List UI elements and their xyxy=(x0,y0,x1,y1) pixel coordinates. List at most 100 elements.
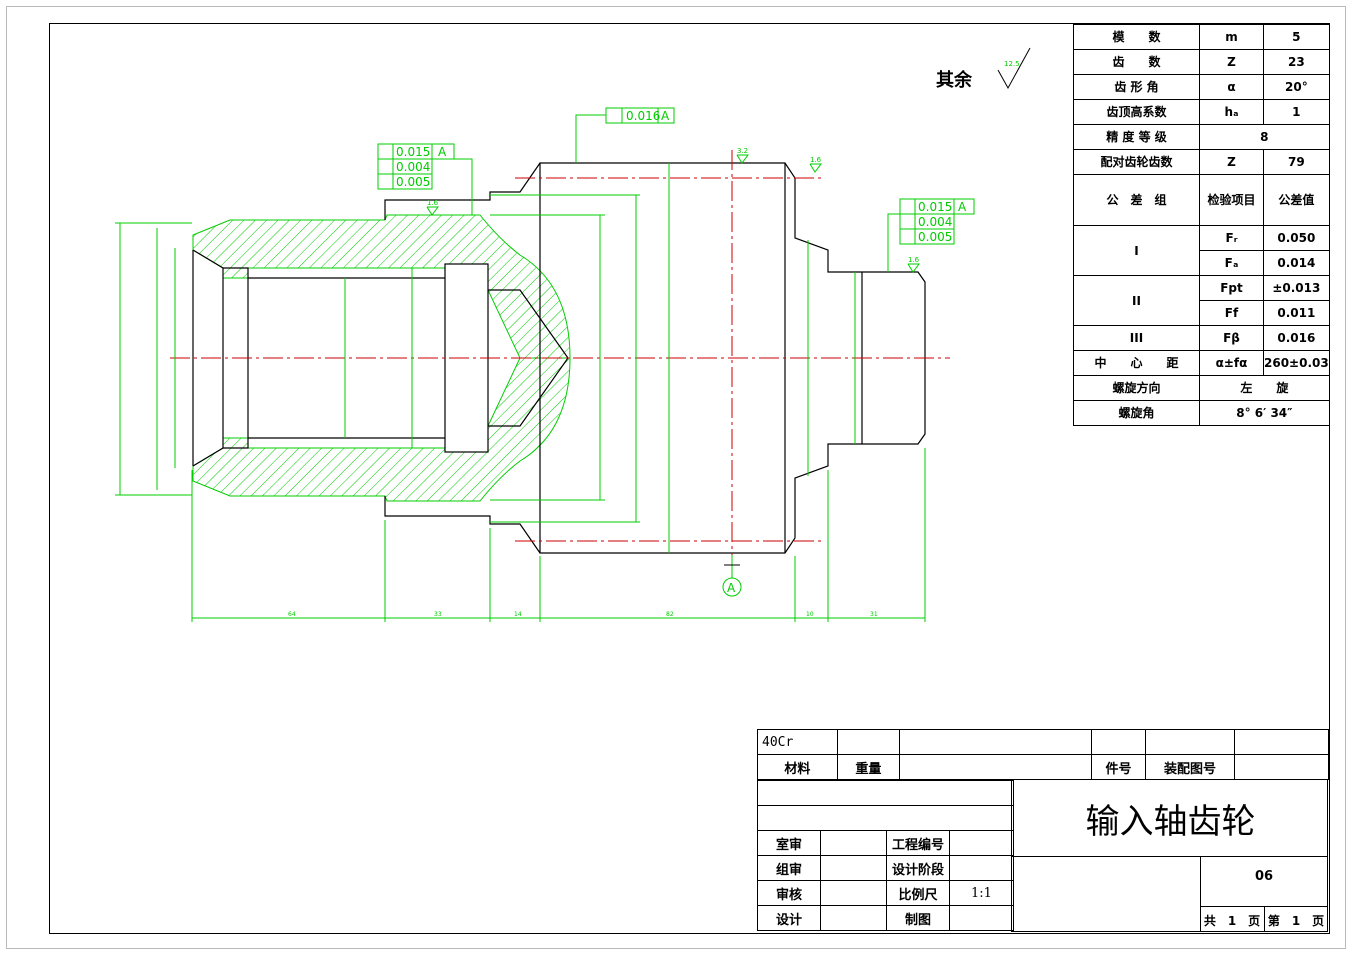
item-symbol: Fpt xyxy=(1199,275,1264,301)
part-no-value xyxy=(1090,729,1147,755)
inspection-item-header: 检验项目 xyxy=(1199,174,1264,226)
remark-roughness-value: 12.5 xyxy=(1004,60,1020,68)
drawing-frame xyxy=(49,23,1330,934)
roughness-values: 1.6 3.2 1.6 1.6 xyxy=(427,147,920,264)
roughness-3: 1.6 xyxy=(810,156,822,164)
blank-cell xyxy=(1233,754,1330,780)
datum-a: A xyxy=(722,555,742,597)
drafting-value xyxy=(949,905,1014,931)
scale-label: 比例尺 xyxy=(886,880,950,906)
room-review-label: 室审 xyxy=(757,830,821,856)
tolerance-right-values: 0.015 A 0.004 0.005 xyxy=(918,200,967,244)
group-ii: II xyxy=(1073,275,1200,326)
item-value: ±0.013 xyxy=(1263,275,1330,301)
design-value xyxy=(820,905,887,931)
item-symbol: Fβ xyxy=(1199,325,1264,351)
tol-left-datum: A xyxy=(438,145,447,159)
title-block-table: 40Cr 材料 重量 件号 装配图号 xyxy=(757,729,1330,780)
approval-table: 室审 工程编号 组审 设计阶段 审核 比例尺 1:1 设计 制图 xyxy=(757,780,1014,931)
dim-33: 33 xyxy=(434,611,442,618)
param-value: 20° xyxy=(1263,74,1330,100)
tolerance-frame-right xyxy=(887,198,975,272)
length-dim-values: 64 33 14 82 10 31 xyxy=(288,611,878,618)
material-label: 材料 xyxy=(757,754,838,780)
blank-cell xyxy=(899,754,1092,780)
table-row: 公 差 组检验项目公差值 xyxy=(1073,174,1330,226)
tolerance-frame-left xyxy=(377,143,473,215)
mating-symbol: Z xyxy=(1199,149,1264,175)
design-label: 设计 xyxy=(757,905,821,931)
sheet-border xyxy=(6,6,1346,949)
center-distance-value: 260±0.03 xyxy=(1263,350,1330,376)
helix-angle-value: 8° 6′ 34″ xyxy=(1199,400,1330,426)
title-divider xyxy=(1011,856,1328,857)
item-value: 0.016 xyxy=(1263,325,1330,351)
assembly-value xyxy=(1145,729,1235,755)
tolerance-group-header: 公 差 组 xyxy=(1073,174,1200,226)
review-label: 审核 xyxy=(757,880,821,906)
group-review-label: 组审 xyxy=(757,855,821,881)
diameter-dims xyxy=(115,163,856,553)
item-value: 0.011 xyxy=(1263,300,1330,326)
page-divider xyxy=(1264,906,1265,932)
center-distance-symbol: α±fα xyxy=(1199,350,1264,376)
item-value: 0.050 xyxy=(1263,225,1330,251)
remark-roughness-symbol: 12.5 xyxy=(997,47,1031,90)
item-symbol: Ff xyxy=(1199,300,1264,326)
surface-finish-remark: 其余 xyxy=(936,66,972,92)
item-value: 0.014 xyxy=(1263,250,1330,276)
tolerance-top-values: 0.016 A xyxy=(626,109,670,123)
roughness-1: 1.6 xyxy=(427,199,439,207)
review-value xyxy=(820,880,887,906)
item-symbol: Fᵣ xyxy=(1199,225,1264,251)
param-symbol: hₐ xyxy=(1199,99,1264,125)
group-i: I xyxy=(1073,225,1200,276)
total-pages: 共 1 页 xyxy=(1203,914,1261,928)
param-label: 齿顶高系数 xyxy=(1073,99,1200,125)
dim-14: 14 xyxy=(514,611,522,618)
drawing-number: 06 xyxy=(1254,869,1274,884)
drafting-label: 制图 xyxy=(886,905,950,931)
center-distance-label: 中 心 距 xyxy=(1073,350,1200,376)
mating-value: 79 xyxy=(1263,149,1330,175)
material-value: 40Cr xyxy=(757,729,838,755)
item-symbol: Fₐ xyxy=(1199,250,1264,276)
center-lines xyxy=(170,150,950,565)
roughness-marks xyxy=(426,154,920,273)
dim-64: 64 xyxy=(288,611,296,618)
param-symbol: Z xyxy=(1199,49,1264,75)
tol-right-runout: 0.015 xyxy=(918,200,952,214)
part-name: 输入轴齿轮 xyxy=(1085,801,1256,842)
dim-31: 31 xyxy=(870,611,878,618)
precision-label: 精 度 等 级 xyxy=(1073,124,1200,150)
tol-right-roundness: 0.005 xyxy=(918,230,952,244)
assembly-label: 装配图号 xyxy=(1145,754,1235,780)
param-value: 23 xyxy=(1263,49,1330,75)
helix-angle-label: 螺旋角 xyxy=(1073,400,1200,426)
param-label: 齿 数 xyxy=(1073,49,1200,75)
room-review-value xyxy=(820,830,887,856)
tol-left-roundness: 0.005 xyxy=(396,175,430,189)
blank-cell xyxy=(757,805,1014,831)
dim-82: 82 xyxy=(666,611,674,618)
group-review-value xyxy=(820,855,887,881)
tol-right-datum: A xyxy=(958,200,967,214)
part-no-label: 件号 xyxy=(1090,754,1147,780)
tolerance-left-values: 0.015 A 0.004 0.005 xyxy=(396,145,447,189)
tol-top-datum: A xyxy=(661,109,670,123)
weight-value xyxy=(836,729,901,755)
title-block: 40Cr 材料 重量 件号 装配图号 室审 工程编号 xyxy=(757,729,1330,933)
group-iii: III xyxy=(1073,325,1200,351)
roughness-2: 3.2 xyxy=(737,147,748,155)
datum-a-label: A xyxy=(727,581,736,595)
tol-top-runout: 0.016 xyxy=(626,109,660,123)
